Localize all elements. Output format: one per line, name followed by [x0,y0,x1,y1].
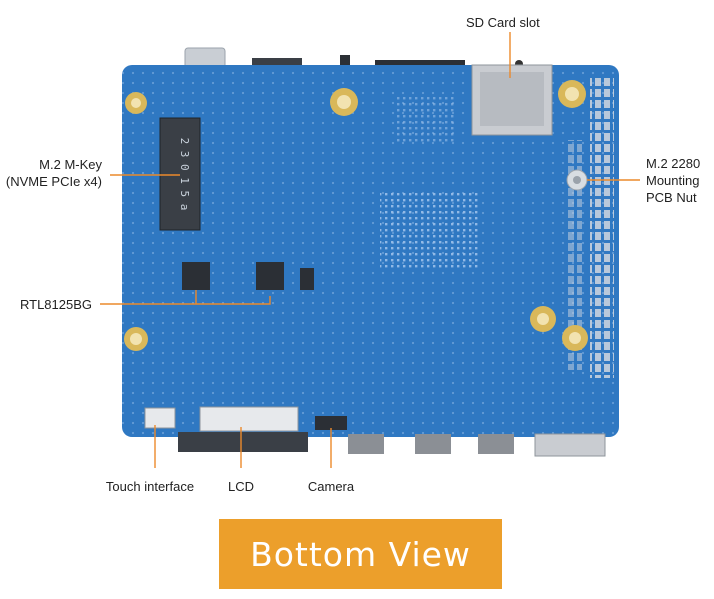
label-m2-mkey-line2: (NVME PCIe x4) [5,174,102,189]
bottom-view-banner: Bottom View [219,519,502,589]
label-m2-mkey: M.2 M-Key (NVME PCIe x4) [0,156,102,190]
label-m2-mkey-line1: M.2 M-Key [39,157,102,172]
label-m2-2280-line1: M.2 2280 [646,156,701,171]
label-m2-2280-line2: Mounting [646,173,700,188]
label-touch-interface: Touch interface [105,479,195,494]
touch-connector [144,407,176,429]
label-m2-2280: M.2 2280 Mounting PCB Nut [646,155,700,206]
lcd-cable-housing [178,432,308,452]
pcb-vias [122,65,619,437]
rtl8125bg-chip-1 [182,262,210,290]
small-chip [300,268,314,290]
bottom-ports [348,433,606,457]
leader-lines [100,32,640,468]
label-camera: Camera [307,479,355,494]
mounting-holes [124,80,588,351]
m2-slot [159,117,201,231]
bottom-view-title: Bottom View [250,534,471,574]
leader-rtl8125bg [100,296,271,305]
camera-connector [315,416,347,430]
label-sd-card-slot: SD Card slot [466,15,540,30]
board-illustration: 2 3 0 1 5 a [100,32,640,468]
sd-card-slot-inner [480,72,544,126]
soc-area [380,190,480,270]
label-lcd: LCD [227,479,254,494]
lcd-connector [199,406,299,432]
m2-mounting-nut-hole [573,176,581,184]
m2-silkscreen: 2 3 0 1 5 a [178,138,191,211]
component-cluster [395,95,455,145]
gpio-header-inner [568,140,582,370]
rtl8125bg-chip-2 [256,262,284,290]
gpio-header [590,78,614,378]
label-rtl8125bg: RTL8125BG [19,297,92,312]
label-m2-2280-line3: PCB Nut [646,190,697,205]
